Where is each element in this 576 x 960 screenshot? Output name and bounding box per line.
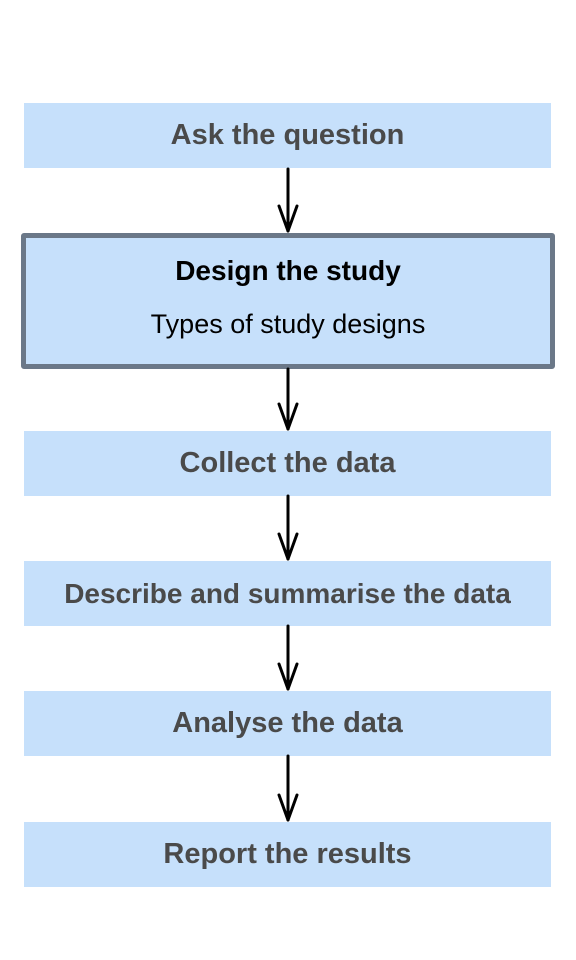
step-label: Collect the data: [179, 447, 396, 479]
arrow-down-icon: [277, 754, 299, 822]
step-label: Report the results: [163, 838, 412, 870]
step-design-the-study[interactable]: Design the study Types of study designs: [21, 233, 555, 369]
step-describe-and-summarise[interactable]: Describe and summarise the data: [24, 561, 551, 626]
arrow-down-icon: [277, 494, 299, 561]
step-sublink-study-designs[interactable]: Types of study designs: [150, 309, 426, 339]
arrow-down-icon: [277, 624, 299, 691]
step-label: Analyse the data: [172, 707, 403, 739]
step-label: Describe and summarise the data: [64, 577, 511, 609]
step-ask-the-question[interactable]: Ask the question: [24, 103, 551, 168]
step-collect-the-data[interactable]: Collect the data: [24, 431, 551, 496]
step-label: Ask the question: [170, 119, 405, 151]
step-analyse-the-data[interactable]: Analyse the data: [24, 691, 551, 756]
arrow-down-icon: [277, 367, 299, 431]
step-label: Design the study: [175, 255, 401, 286]
step-report-the-results[interactable]: Report the results: [24, 822, 551, 887]
arrow-down-icon: [277, 167, 299, 233]
